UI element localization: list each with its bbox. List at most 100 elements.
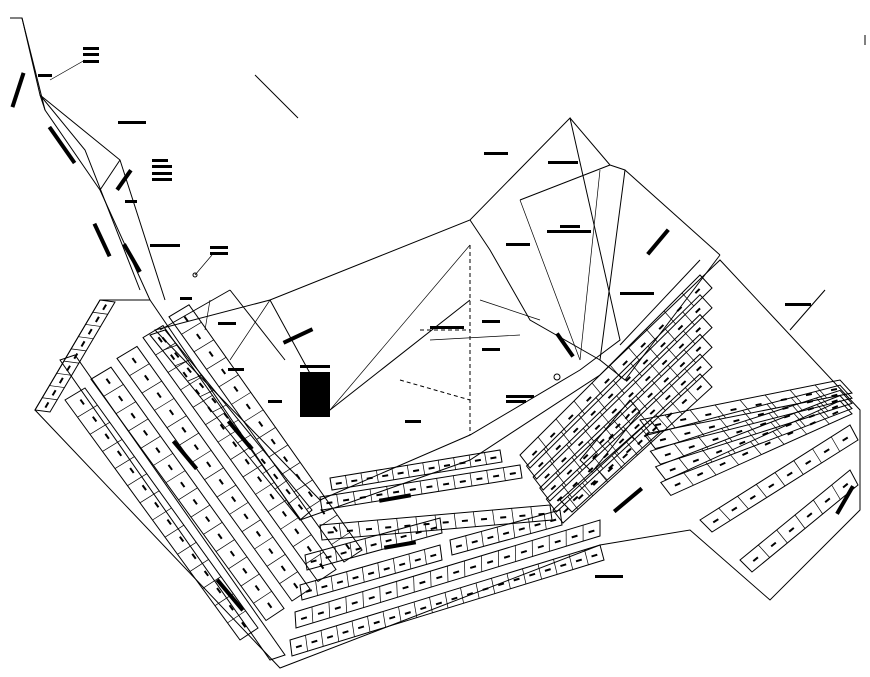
lot-divider bbox=[230, 447, 250, 460]
lot-divider bbox=[267, 499, 287, 513]
lot-marker bbox=[167, 464, 173, 471]
access-road bbox=[10, 17, 166, 301]
lot-marker bbox=[625, 447, 632, 454]
lot-marker bbox=[219, 423, 225, 430]
lot-strip bbox=[90, 366, 285, 622]
lot-marker bbox=[345, 543, 351, 550]
lot-divider bbox=[543, 514, 547, 530]
lot-marker bbox=[368, 595, 375, 600]
lot-marker bbox=[503, 555, 511, 559]
lot-divider bbox=[682, 311, 695, 326]
lot-marker bbox=[492, 474, 500, 478]
lot-marker bbox=[831, 405, 839, 410]
lot-marker bbox=[768, 483, 775, 489]
lot-strip bbox=[545, 353, 713, 513]
lot-marker bbox=[577, 440, 584, 447]
lot-strip bbox=[449, 509, 563, 556]
lot-marker bbox=[577, 494, 584, 500]
lot-marker bbox=[142, 429, 149, 436]
lot-marker bbox=[131, 357, 137, 364]
lot-divider bbox=[776, 529, 788, 544]
lot-marker bbox=[731, 506, 738, 512]
lot-marker bbox=[823, 448, 830, 454]
lot-marker bbox=[695, 307, 701, 314]
lot-divider bbox=[577, 483, 590, 497]
lot-marker bbox=[831, 399, 838, 404]
lot-marker bbox=[694, 288, 701, 294]
lot-divider bbox=[369, 488, 373, 503]
lot-marker bbox=[566, 469, 573, 475]
lot-divider bbox=[189, 559, 209, 572]
lot-divider bbox=[568, 554, 574, 570]
lot-marker bbox=[326, 635, 334, 639]
lot-divider bbox=[434, 514, 438, 531]
lot-strip bbox=[64, 387, 259, 641]
lot-marker bbox=[590, 479, 597, 486]
lot-marker bbox=[561, 456, 567, 463]
lot-marker bbox=[186, 367, 192, 374]
lot-divider bbox=[664, 414, 676, 429]
lot-marker bbox=[430, 526, 437, 531]
lot-divider bbox=[669, 429, 681, 443]
lot-strip bbox=[289, 544, 605, 657]
lot-marker bbox=[321, 584, 328, 589]
lot-divider bbox=[114, 456, 135, 469]
lot-marker bbox=[231, 496, 237, 503]
lot-marker bbox=[482, 587, 489, 591]
lot-marker bbox=[658, 324, 665, 330]
lot-divider bbox=[555, 418, 567, 433]
lot-divider bbox=[392, 558, 396, 574]
lot-divider bbox=[613, 380, 625, 394]
lot-marker bbox=[257, 476, 263, 483]
lot-strip bbox=[559, 419, 661, 513]
lot-marker bbox=[615, 423, 621, 429]
lot-strip bbox=[329, 449, 503, 491]
lot-divider bbox=[793, 460, 804, 475]
lot-divider bbox=[831, 484, 841, 500]
lot-marker bbox=[842, 436, 849, 442]
lot-divider bbox=[202, 576, 222, 589]
lot-marker bbox=[389, 615, 396, 620]
lot-divider bbox=[815, 391, 828, 405]
lot-marker bbox=[51, 389, 57, 396]
lot-marker bbox=[611, 408, 618, 414]
lot-marker bbox=[733, 418, 740, 423]
lot-marker bbox=[554, 539, 561, 544]
lot-divider bbox=[647, 345, 660, 360]
lot-marker bbox=[736, 429, 743, 434]
lot-marker bbox=[420, 606, 427, 611]
lot-divider bbox=[231, 392, 251, 405]
lot-divider bbox=[817, 410, 830, 425]
lot-marker bbox=[695, 327, 702, 333]
lot-divider bbox=[379, 586, 381, 603]
lot-divider bbox=[714, 404, 727, 419]
survey-point bbox=[553, 373, 561, 381]
lot-divider bbox=[681, 292, 695, 307]
lot-marker bbox=[490, 456, 497, 460]
lot-marker bbox=[598, 438, 605, 445]
lot-marker bbox=[660, 341, 666, 348]
lot-divider bbox=[56, 372, 72, 376]
lot-marker bbox=[591, 553, 598, 558]
lot-marker bbox=[451, 596, 458, 601]
lot-marker bbox=[397, 471, 404, 475]
lot-marker bbox=[182, 371, 188, 378]
lot-marker bbox=[618, 438, 625, 444]
lot-marker bbox=[678, 343, 685, 349]
lot-marker bbox=[486, 560, 494, 564]
residential-rows bbox=[34, 274, 859, 661]
lot-divider bbox=[794, 514, 806, 529]
lot-marker bbox=[644, 375, 651, 382]
lot-marker bbox=[692, 458, 700, 463]
lot-divider bbox=[724, 439, 736, 454]
lot-marker bbox=[334, 606, 341, 610]
lot-marker bbox=[402, 585, 409, 590]
lot-divider bbox=[437, 460, 441, 473]
lot-marker bbox=[459, 480, 466, 483]
lot-marker bbox=[268, 548, 274, 555]
lot-divider bbox=[352, 491, 356, 505]
lot-marker bbox=[603, 452, 609, 459]
lot-marker bbox=[608, 433, 614, 440]
lot-marker bbox=[760, 422, 767, 426]
lot-marker bbox=[712, 518, 719, 524]
